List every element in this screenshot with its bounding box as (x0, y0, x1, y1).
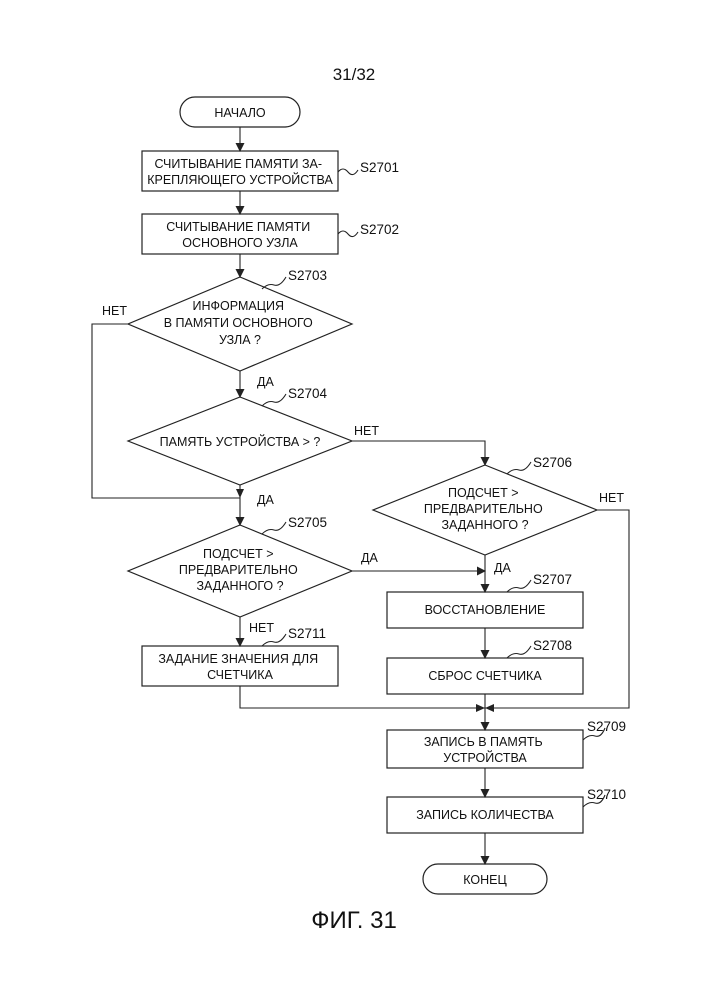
end-label: КОНЕЦ (463, 873, 507, 887)
leader-s2705 (262, 522, 286, 534)
step-label-s2703: S2703 (288, 268, 327, 283)
step-label-s2704: S2704 (288, 386, 328, 401)
step-label-s2701: S2701 (360, 160, 399, 175)
s2704-label: ПАМЯТЬ УСТРОЙСТВА > ? (160, 434, 321, 449)
figure-caption: ФИГ. 31 (311, 907, 397, 934)
edge-label-s2706-yes: ДА (494, 561, 511, 575)
step-label-s2711: S2711 (288, 626, 326, 641)
leader-s2711 (262, 634, 286, 646)
edge-label-s2703-yes: ДА (257, 375, 274, 389)
s2710-label: ЗАПИСЬ КОЛИЧЕСТВА (416, 808, 554, 822)
s2707-label: ВОССТАНОВЛЕНИЕ (425, 603, 546, 617)
leader-s2707 (507, 580, 531, 592)
step-label-s2708: S2708 (533, 638, 572, 653)
edge-label-s2706-no: НЕТ (599, 491, 624, 505)
step-label-s2709: S2709 (587, 719, 626, 734)
edge-s2704-no (352, 441, 485, 465)
page-number: 31/32 (333, 65, 376, 84)
step-label-s2702: S2702 (360, 222, 399, 237)
leader-s2702 (338, 231, 358, 237)
join-arrow-s2704-yes (236, 489, 244, 498)
step-label-s2707: S2707 (533, 572, 572, 587)
start-label: НАЧАЛО (214, 106, 266, 120)
merge-arrow-left (476, 704, 485, 712)
step-label-s2710: S2710 (587, 787, 626, 802)
leader-s2708 (507, 646, 531, 658)
leader-s2701 (338, 169, 358, 175)
edge-label-s2705-yes: ДА (361, 551, 378, 565)
edge-label-s2705-no: НЕТ (249, 621, 274, 635)
edge-label-s2704-yes: ДА (257, 493, 274, 507)
step-label-s2705: S2705 (288, 515, 327, 530)
merge-arrow-right (485, 704, 494, 712)
edge-label-s2704-no: НЕТ (354, 424, 379, 438)
leader-s2704 (262, 394, 286, 406)
leader-s2706 (507, 462, 531, 474)
s2708-label: СБРОС СЧЕТЧИКА (428, 669, 542, 683)
step-label-s2706: S2706 (533, 455, 572, 470)
edge-label-s2703-no: НЕТ (102, 304, 127, 318)
